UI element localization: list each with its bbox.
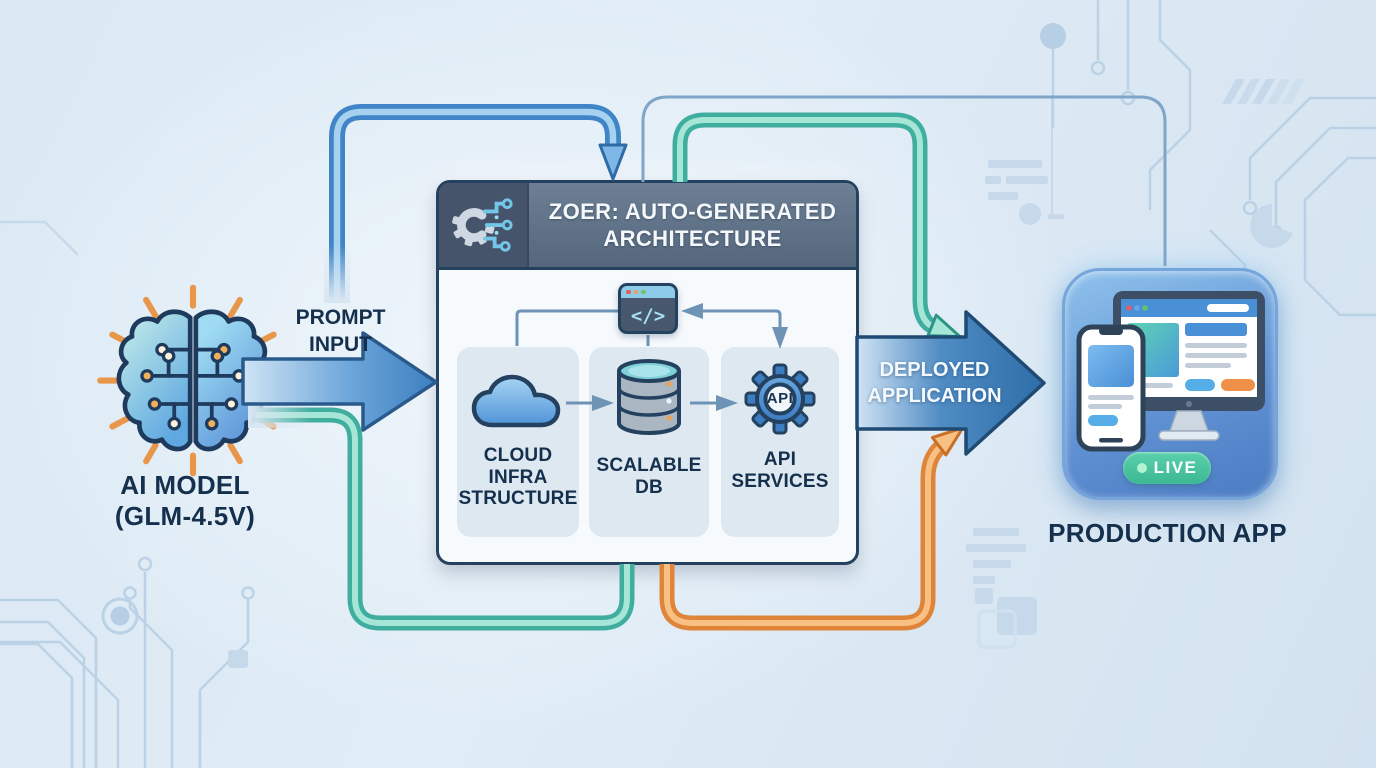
architecture-title: ZOER: AUTO-GENERATED ARCHITECTURE xyxy=(529,183,856,267)
window-dot-orange xyxy=(633,289,638,295)
api-label-line2: SERVICES xyxy=(731,470,829,492)
code-window-icon: </> xyxy=(618,283,678,334)
live-label: LIVE xyxy=(1153,458,1198,477)
database-icon xyxy=(589,347,709,447)
component-label-db: SCALABLE DB xyxy=(589,455,709,498)
db-label-line2: DB xyxy=(635,476,663,498)
architecture-title-line1: ZOER: AUTO-GENERATED xyxy=(548,199,837,224)
architecture-title-line2: ARCHITECTURE xyxy=(603,226,782,251)
component-cloud-infrastructure: CLOUD INFRA STRUCTURE xyxy=(457,347,579,537)
api-gear-icon: API xyxy=(721,347,839,447)
component-label-cloud: CLOUD INFRA STRUCTURE xyxy=(457,445,579,510)
window-dot-red xyxy=(626,289,631,295)
component-api-services: API API SERVICES xyxy=(721,347,839,537)
architecture-box: ZOER: AUTO-GENERATED ARCHITECTURE CLOUD … xyxy=(436,180,859,565)
component-scalable-db: SCALABLE DB xyxy=(589,347,709,537)
production-app-label: PRODUCTION APP xyxy=(1048,518,1287,548)
ai-model-line2: (GLM-4.5V) xyxy=(114,501,256,531)
window-dot-green xyxy=(641,289,646,295)
code-window-titlebar xyxy=(621,286,675,298)
live-dot-icon xyxy=(1136,463,1147,473)
cloud-label-line3: STRUCTURE xyxy=(458,488,578,509)
cloud-label-line2: INFRA xyxy=(488,466,548,488)
live-badge: LIVE xyxy=(1123,452,1211,484)
cloud-label-line1: CLOUD xyxy=(483,445,553,466)
deployed-application-label: DEPLOYED APPLICATION xyxy=(852,357,1017,409)
monitor-phone-icon xyxy=(1076,291,1265,452)
prompt-line2: INPUT xyxy=(309,333,372,356)
code-glyph: </> xyxy=(630,305,666,327)
prompt-input-label: PROMPT INPUT xyxy=(268,304,413,358)
gear-circuit-icon xyxy=(439,183,529,267)
prompt-line1: PROMPT xyxy=(295,306,386,329)
deployed-line1: DEPLOYED xyxy=(879,359,990,381)
cloud-icon xyxy=(457,347,579,447)
api-label-line1: API xyxy=(763,449,797,470)
api-gear-label: API xyxy=(766,390,794,407)
ai-model-line1: AI MODEL xyxy=(120,470,250,500)
architecture-title-bar: ZOER: AUTO-GENERATED ARCHITECTURE xyxy=(439,183,856,270)
db-label-line1: SCALABLE xyxy=(596,455,702,476)
ai-brain-illustration xyxy=(88,284,298,494)
production-app-icon: LIVE xyxy=(1062,268,1278,500)
brain-circuit-icon xyxy=(97,284,289,477)
ai-model-label: AI MODEL (GLM-4.5V) xyxy=(45,470,325,532)
deployed-line2: APPLICATION xyxy=(867,385,1002,407)
component-label-api: API SERVICES xyxy=(721,449,839,492)
